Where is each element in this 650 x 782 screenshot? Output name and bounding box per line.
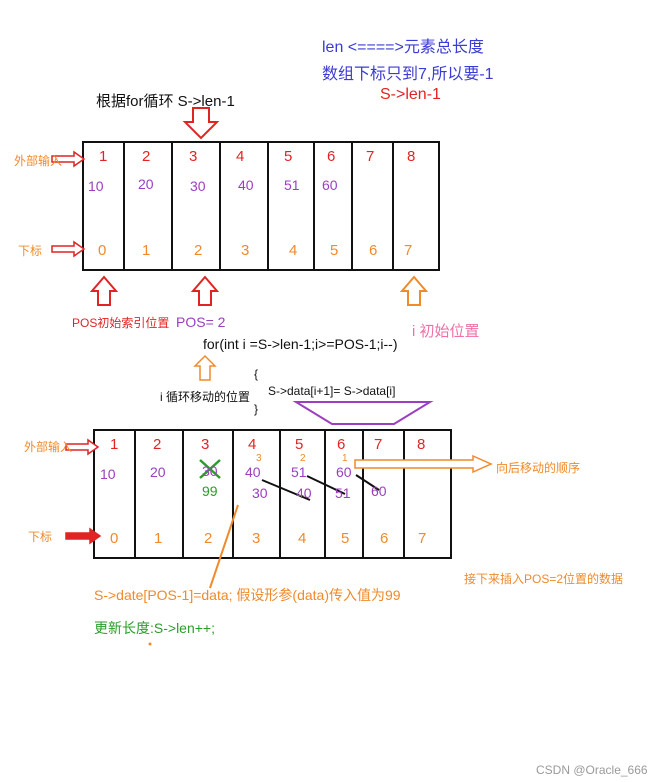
watermark: CSDN @Oracle_666 bbox=[536, 763, 648, 777]
top-index: 0 bbox=[98, 242, 107, 259]
pos-index-label: POS初始索引位置 bbox=[72, 316, 170, 330]
bottom-position: 8 bbox=[417, 436, 426, 453]
pos-index-up-arrow bbox=[89, 275, 119, 306]
top-position: 4 bbox=[236, 148, 245, 165]
assign-pointer-line bbox=[209, 504, 239, 589]
index-arrow-top bbox=[51, 240, 86, 258]
insert-note: 接下来插入POS=2位置的数据 bbox=[464, 572, 624, 586]
index-note: 数组下标只到7,所以要-1 bbox=[322, 66, 494, 83]
i-initial-up-arrow bbox=[399, 275, 429, 306]
top-array-box bbox=[82, 141, 440, 271]
bottom-value: 10 bbox=[100, 466, 116, 482]
order-mark: 2 bbox=[300, 453, 306, 464]
i-move-up-arrow bbox=[193, 354, 217, 381]
move-order-arrow bbox=[354, 454, 493, 474]
top-index: 1 bbox=[142, 242, 151, 259]
top-index: 3 bbox=[241, 242, 250, 259]
purple-shift-arrow bbox=[292, 401, 434, 425]
bottom-index: 7 bbox=[418, 530, 427, 547]
shifted-value: 60 bbox=[371, 483, 387, 499]
bottom-value-crossed: 30 bbox=[202, 463, 218, 479]
shift-line-60 bbox=[355, 474, 380, 491]
loop-label: 根据for循环 S->len-1 bbox=[96, 93, 235, 110]
bottom-value: 60 bbox=[336, 464, 352, 480]
shift-line-51 bbox=[306, 475, 346, 495]
top-position: 5 bbox=[284, 148, 293, 165]
top-position: 8 bbox=[407, 148, 416, 165]
assign-code: S->date[POS-1]=data; 假设形参(data)传入值为99 bbox=[94, 587, 401, 603]
i-initial-label: i 初始位置 bbox=[412, 323, 480, 340]
shift-line-40 bbox=[261, 479, 311, 501]
bottom-index: 6 bbox=[380, 530, 389, 547]
bottom-index: 1 bbox=[154, 530, 163, 547]
top-position: 6 bbox=[327, 148, 336, 165]
bottom-array-box bbox=[93, 429, 452, 559]
outer-input-arrow-bottom bbox=[65, 438, 100, 456]
i-move-label: i 循环移动的位置 bbox=[160, 390, 251, 404]
update-length: 更新长度:S->len++; bbox=[94, 620, 215, 636]
top-value: 60 bbox=[322, 177, 338, 193]
top-value: 30 bbox=[190, 178, 206, 194]
index-label-top: 下标 bbox=[18, 244, 43, 258]
order-mark: 1 bbox=[342, 453, 348, 464]
pos-value-label: POS= 2 bbox=[176, 314, 226, 330]
top-value: 20 bbox=[138, 176, 154, 192]
bottom-position: 4 bbox=[248, 436, 257, 453]
bottom-value: 20 bbox=[150, 464, 166, 480]
bottom-position: 3 bbox=[201, 436, 210, 453]
outer-input-label-bottom: 外部输入 bbox=[24, 440, 73, 454]
cross-out-mark bbox=[199, 459, 221, 479]
inserted-value: 99 bbox=[202, 483, 218, 499]
move-order-label: 向后移动的顺序 bbox=[496, 461, 581, 475]
top-index: 2 bbox=[194, 242, 203, 259]
outer-input-label-top: 外部输入 bbox=[14, 154, 63, 168]
top-value: 40 bbox=[238, 177, 254, 193]
top-index: 5 bbox=[330, 242, 339, 259]
brace-close: } bbox=[254, 402, 259, 416]
outer-input-arrow-top bbox=[51, 150, 86, 168]
bottom-position: 2 bbox=[153, 436, 162, 453]
bottom-index: 3 bbox=[252, 530, 261, 547]
bottom-index: 4 bbox=[298, 530, 307, 547]
bottom-position: 1 bbox=[110, 436, 119, 453]
loop-body: S->data[i+1]= S->data[i] bbox=[268, 384, 396, 398]
index-arrow-bottom bbox=[65, 527, 102, 545]
bottom-position: 7 bbox=[374, 436, 383, 453]
top-position: 2 bbox=[142, 148, 151, 165]
len-minus-one: S->len-1 bbox=[380, 86, 441, 103]
pos-up-arrow bbox=[190, 275, 220, 306]
bottom-index: 0 bbox=[110, 530, 119, 547]
len-down-arrow bbox=[182, 107, 220, 140]
top-position: 1 bbox=[99, 148, 108, 165]
top-position: 7 bbox=[366, 148, 375, 165]
top-value: 10 bbox=[88, 178, 104, 194]
top-index: 7 bbox=[404, 242, 413, 259]
bottom-position: 5 bbox=[295, 436, 304, 453]
top-position: 3 bbox=[189, 148, 198, 165]
bottom-value: 40 bbox=[245, 464, 261, 480]
bottom-index: 5 bbox=[341, 530, 350, 547]
bottom-index: 2 bbox=[204, 530, 213, 547]
bottom-position: 6 bbox=[337, 436, 346, 453]
top-value: 51 bbox=[284, 177, 300, 193]
loop-code: for(int i =S->len-1;i>=POS-1;i--) bbox=[203, 336, 398, 352]
top-index: 4 bbox=[289, 242, 298, 259]
shifted-value: 40 bbox=[296, 485, 312, 501]
order-mark: 3 bbox=[256, 453, 262, 464]
index-label-bottom: 下标 bbox=[28, 530, 53, 544]
len-definition: len <====>元素总长度 bbox=[322, 39, 484, 56]
bottom-value: 51 bbox=[291, 464, 307, 480]
brace-open: { bbox=[254, 367, 259, 381]
shifted-value: 30 bbox=[252, 485, 268, 501]
top-index: 6 bbox=[369, 242, 378, 259]
shifted-value: 51 bbox=[335, 485, 351, 501]
